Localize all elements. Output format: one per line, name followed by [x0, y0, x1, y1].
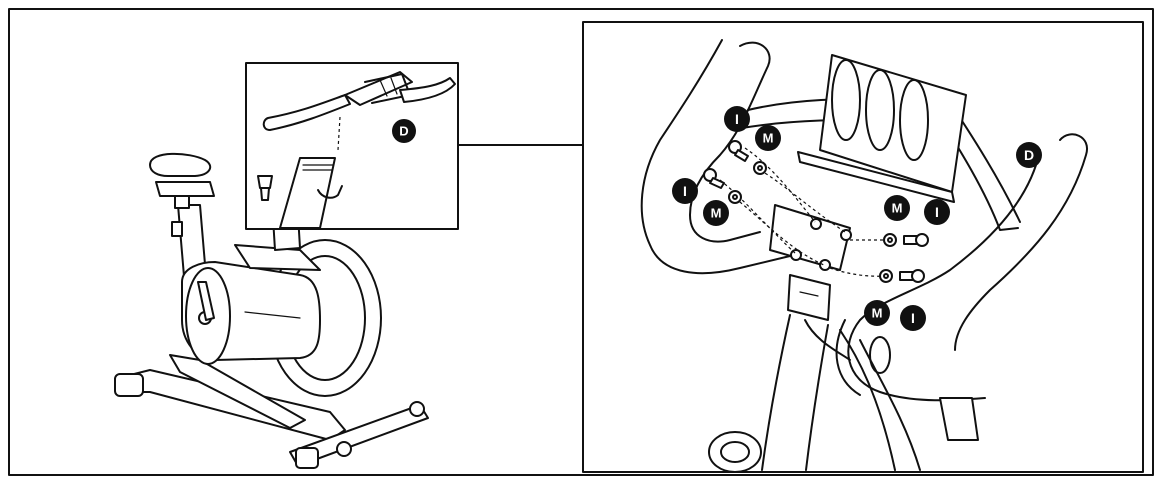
- washer-right-lower: [879, 269, 893, 283]
- svg-text:I: I: [935, 204, 939, 220]
- detail-view: I M I M M I M I: [582, 21, 1144, 473]
- bolt-top: [728, 140, 749, 162]
- part-d-label: D: [399, 124, 408, 139]
- label-bolt-4: I: [900, 305, 926, 331]
- svg-text:M: M: [892, 201, 903, 216]
- label-bolt-2: I: [672, 178, 698, 204]
- svg-text:I: I: [911, 310, 915, 326]
- svg-text:M: M: [872, 306, 883, 321]
- washer-right-upper: [883, 233, 897, 247]
- label-washer-4: M: [864, 300, 890, 326]
- label-bolt-3: I: [924, 199, 950, 225]
- bike-overview: [114, 152, 429, 469]
- label-bolt-1: I: [724, 106, 750, 132]
- label-part-d: D: [1016, 142, 1042, 168]
- bolt-right-upper: [903, 233, 929, 247]
- label-washer-1: M: [755, 125, 781, 151]
- label-washer-2: M: [703, 200, 729, 226]
- washer-left: [728, 190, 742, 204]
- label-washer-3: M: [884, 195, 910, 221]
- svg-text:M: M: [711, 206, 722, 221]
- bolt-right-lower: [899, 269, 925, 283]
- svg-text:I: I: [683, 183, 687, 199]
- bolt-left: [703, 168, 725, 189]
- svg-text:I: I: [735, 111, 739, 127]
- svg-text:D: D: [1024, 147, 1034, 163]
- part-d-badge: [392, 119, 416, 143]
- stem-inset: D: [245, 62, 459, 230]
- svg-text:M: M: [763, 131, 774, 146]
- washer-top: [753, 161, 767, 175]
- outer-frame: [8, 8, 1154, 476]
